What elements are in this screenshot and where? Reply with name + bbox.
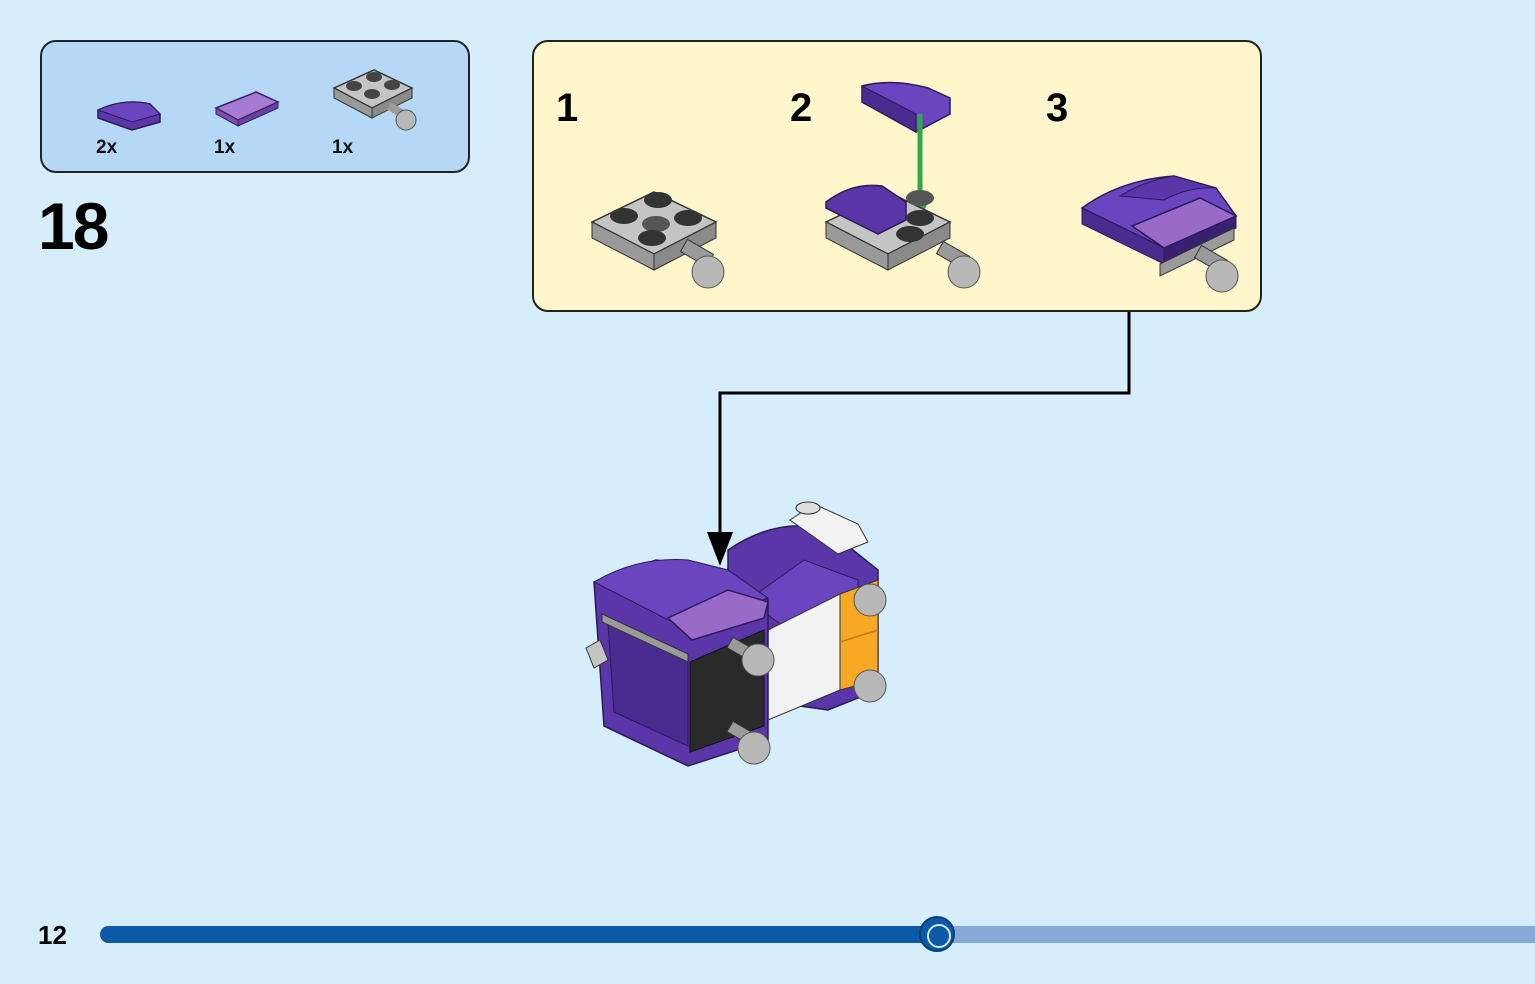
part-qty: 2x <box>96 137 118 158</box>
purple-curved-slope-icon <box>96 101 161 131</box>
progress-knob <box>919 916 955 952</box>
part-qty: 1x <box>332 137 354 158</box>
progress-bar <box>100 916 1535 952</box>
progress-fill <box>100 926 937 943</box>
substep-number: 2 <box>790 86 813 130</box>
gray-plate-with-ball-icon <box>332 69 417 131</box>
step-number: 18 <box>38 189 109 263</box>
completed-subassembly-illustration <box>1080 175 1239 293</box>
page-number: 12 <box>38 920 67 950</box>
lavender-tile-icon <box>214 91 280 127</box>
substep-number: 3 <box>1046 86 1069 130</box>
gray-plate-with-ball-icon <box>590 191 725 289</box>
substep-number: 1 <box>556 86 579 130</box>
subassembly-box: 1 2 3 <box>532 40 1262 312</box>
parts-list-box: 2x 1x 1x <box>40 40 470 173</box>
part-qty: 1x <box>214 137 236 158</box>
attach-slope-illustration <box>824 81 981 289</box>
model-illustration <box>585 501 887 767</box>
